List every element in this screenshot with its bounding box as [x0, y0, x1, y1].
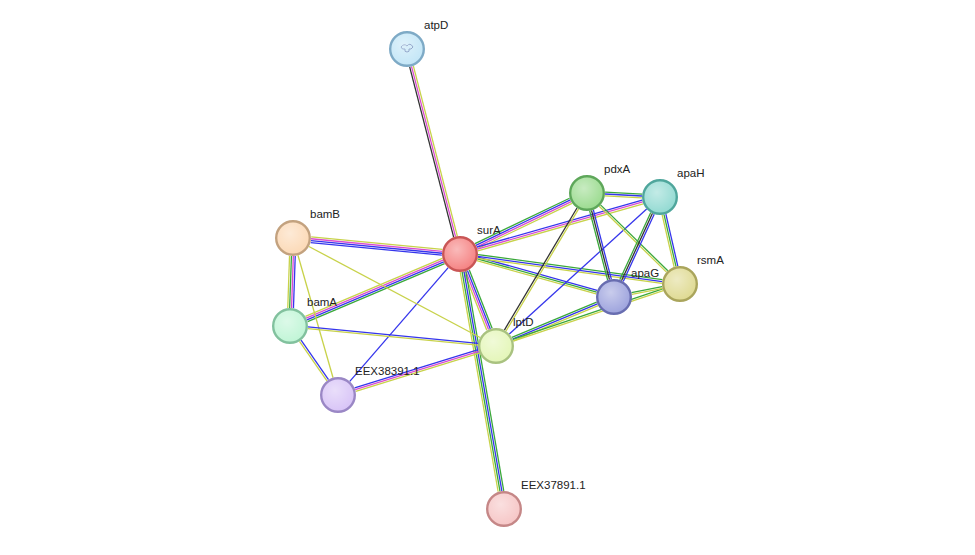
- evidence-line: [513, 291, 663, 342]
- evidence-line: [308, 329, 478, 346]
- interaction-edge: [350, 268, 448, 382]
- protein-node: apaG: [596, 279, 632, 315]
- evidence-line: [462, 272, 500, 492]
- evidence-line: [512, 302, 597, 337]
- evidence-line: [478, 204, 643, 251]
- interaction-edge: [410, 66, 458, 237]
- evidence-line: [513, 289, 663, 340]
- evidence-line: [410, 67, 454, 237]
- interaction-edge: [513, 289, 663, 341]
- interaction-edge: [599, 205, 668, 272]
- evidence-line: [506, 209, 579, 331]
- evidence-line: [301, 340, 328, 379]
- protein-node: bamA: [272, 308, 308, 344]
- evidence-line: [599, 206, 666, 272]
- node-label: surA: [477, 224, 501, 237]
- evidence-line: [593, 210, 611, 279]
- protein-node: surA: [442, 236, 478, 272]
- protein-node: atpD: [389, 31, 425, 67]
- evidence-line: [466, 271, 504, 491]
- evidence-line: [311, 237, 442, 250]
- evidence-line: [504, 208, 577, 330]
- interaction-edge: [504, 208, 578, 331]
- evidence-line: [478, 256, 662, 281]
- interaction-edge: [305, 258, 444, 321]
- node-label: pdxA: [604, 163, 630, 176]
- evidence-line: [413, 66, 457, 236]
- evidence-line: [355, 351, 479, 389]
- interaction-edge: [308, 327, 478, 345]
- evidence-line: [288, 256, 290, 308]
- evidence-line: [478, 255, 662, 280]
- node-circle: [389, 31, 425, 67]
- node-circle: [569, 175, 605, 211]
- node-label: EEX37891.1: [521, 479, 586, 492]
- node-circle: [442, 236, 478, 272]
- evidence-line: [305, 258, 442, 316]
- protein-node: rsmA: [662, 266, 698, 302]
- interaction-edge: [311, 237, 443, 255]
- evidence-line: [662, 215, 674, 267]
- interaction-edge: [605, 192, 642, 198]
- evidence-line: [356, 353, 480, 391]
- node-circle: [642, 179, 678, 215]
- node-label: lptD: [513, 316, 533, 329]
- evidence-line: [307, 262, 444, 320]
- interaction-edge: [460, 271, 503, 491]
- node-label: rsmA: [697, 254, 724, 267]
- evidence-line: [355, 350, 479, 388]
- evidence-line: [290, 256, 292, 308]
- evidence-line: [464, 272, 502, 492]
- node-circle: [478, 328, 514, 364]
- node-label: apaH: [677, 167, 705, 180]
- protein-node: lptD: [478, 328, 514, 364]
- protein-node: EEX38391.1: [320, 377, 356, 413]
- evidence-line: [308, 264, 445, 322]
- evidence-line: [292, 256, 294, 308]
- evidence-line: [477, 202, 642, 249]
- evidence-line: [605, 196, 642, 198]
- protein-node: bamB: [275, 220, 311, 256]
- interaction-edge: [631, 287, 662, 295]
- node-circle: [275, 220, 311, 256]
- protein-node: pdxA: [569, 175, 605, 211]
- evidence-line: [460, 272, 498, 492]
- node-label: bamA: [307, 296, 337, 309]
- evidence-line: [590, 211, 608, 280]
- evidence-line: [299, 341, 326, 380]
- node-circle: [320, 377, 356, 413]
- node-circle: [486, 491, 522, 527]
- evidence-line: [632, 288, 663, 294]
- interaction-edge: [590, 210, 612, 280]
- protein-node: EEX37891.1: [486, 491, 522, 527]
- evidence-line: [664, 215, 676, 267]
- protein-node: apaH: [642, 179, 678, 215]
- node-label: bamB: [310, 208, 340, 221]
- interaction-edge: [299, 340, 328, 381]
- node-label: EEX38391.1: [355, 365, 420, 378]
- evidence-line: [350, 268, 448, 382]
- evidence-line: [513, 306, 598, 341]
- evidence-line: [308, 327, 478, 344]
- node-label: apaG: [631, 267, 659, 280]
- interaction-edge: [662, 214, 678, 267]
- node-circle: [596, 279, 632, 315]
- evidence-line: [592, 210, 610, 279]
- node-circle: [272, 308, 308, 344]
- node-circle: [662, 266, 698, 302]
- evidence-line: [311, 239, 442, 252]
- interaction-edge: [355, 350, 480, 392]
- evidence-line: [293, 256, 295, 308]
- evidence-line: [513, 304, 598, 339]
- evidence-line: [306, 260, 443, 318]
- evidence-line: [412, 66, 456, 236]
- node-label: atpD: [424, 19, 448, 32]
- interaction-edge: [288, 256, 295, 308]
